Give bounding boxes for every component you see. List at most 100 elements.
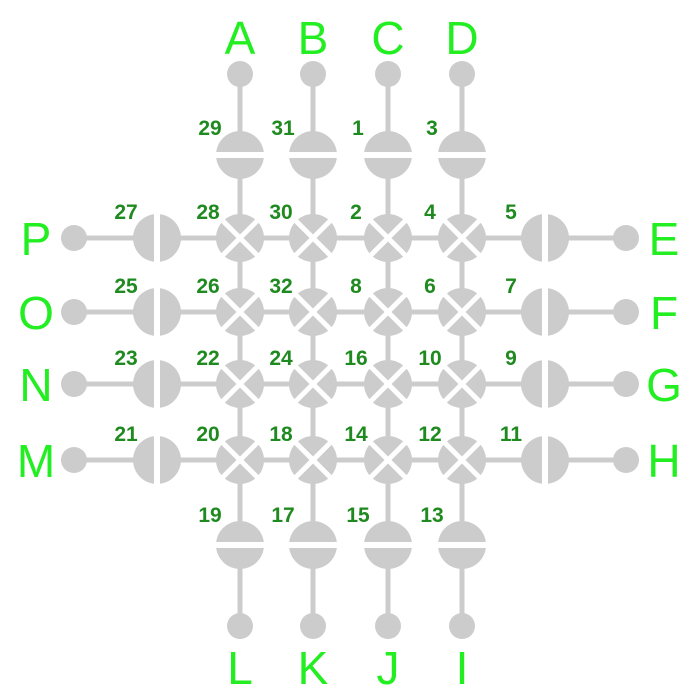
bottom-switch-number-2: 15 [346, 504, 370, 527]
crossbar-node-2-3-slash-b [441, 363, 483, 405]
crossbar-node-1-2-slash-b [367, 291, 409, 333]
crossbar-number-2-1: 24 [269, 347, 293, 370]
crossbar-node-3-2 [364, 436, 412, 484]
port-label-left-0: P [21, 213, 52, 265]
crossbar-number-2-0: 22 [196, 347, 219, 370]
bottom-switch-number-3: 13 [420, 504, 443, 527]
port-label-top-0: A [225, 12, 256, 64]
bottom-switch-0 [214, 521, 266, 569]
crossbar-node-0-2 [364, 214, 412, 262]
crossbar-node-3-3-slash-b [441, 439, 483, 481]
crossbar-number-0-2: 2 [350, 201, 362, 224]
right-switch-0 [521, 212, 569, 264]
top-switch-number-0: 29 [198, 117, 221, 140]
crossbar-number-0-3: 4 [424, 201, 436, 224]
crossbar-node-2-2 [364, 360, 412, 408]
port-label-bottom-2: J [377, 642, 400, 694]
crossbar-node-2-0 [216, 360, 264, 408]
bottom-switch-3 [436, 521, 488, 569]
right-switch-1 [521, 286, 569, 338]
terminal-left-1 [61, 299, 87, 325]
crossbar-number-1-3: 6 [424, 275, 436, 298]
crossbar-number-1-0: 26 [196, 275, 219, 298]
right-switch-number-0: 5 [505, 201, 517, 224]
crossbar-node-3-2-slash-b [367, 439, 409, 481]
crossbar-node-0-3 [438, 214, 486, 262]
crossbar-node-0-0-slash-b [219, 217, 261, 259]
crossbar-node-0-3-slash-b [441, 217, 483, 259]
terminal-left-2 [61, 371, 87, 397]
crossbar-number-1-1: 32 [269, 275, 292, 298]
terminal-top-1 [300, 61, 326, 87]
right-switch-number-1: 7 [505, 275, 517, 298]
left-switch-number-2: 23 [114, 347, 137, 370]
left-switch-number-1: 25 [114, 275, 138, 298]
terminal-right-3 [613, 447, 639, 473]
crossbar-number-3-0: 20 [196, 423, 219, 446]
port-label-left-1: O [18, 287, 54, 339]
crossbar-node-2-1 [289, 360, 337, 408]
crossbar-number-3-2: 14 [344, 423, 368, 446]
port-label-left-3: M [17, 435, 55, 487]
nodes [61, 61, 639, 639]
left-switch-0 [133, 212, 181, 264]
crossbar-node-1-1 [289, 288, 337, 336]
terminal-right-2 [613, 371, 639, 397]
crossbar-number-2-2: 16 [344, 347, 367, 370]
bottom-switch-number-0: 19 [198, 504, 221, 527]
terminal-bottom-0 [227, 613, 253, 639]
port-label-left-2: N [19, 359, 52, 411]
terminal-bottom-2 [375, 613, 401, 639]
port-label-top-1: B [298, 12, 329, 64]
crossbar-node-3-3 [438, 436, 486, 484]
terminal-right-0 [613, 225, 639, 251]
terminal-left-3 [61, 447, 87, 473]
crossbar-node-1-0 [216, 288, 264, 336]
terminal-bottom-1 [300, 613, 326, 639]
top-switch-number-3: 3 [426, 117, 438, 140]
port-label-right-2: G [646, 359, 682, 411]
crossbar-number-1-2: 8 [350, 275, 362, 298]
terminal-bottom-3 [449, 613, 475, 639]
crossbar-node-1-1-slash-b [292, 291, 334, 333]
bottom-switch-1 [287, 521, 339, 569]
port-label-right-1: F [650, 287, 678, 339]
top-switch-number-1: 31 [271, 117, 295, 140]
left-switch-1 [133, 286, 181, 338]
top-switch-number-2: 1 [352, 117, 364, 140]
terminal-right-1 [613, 299, 639, 325]
crossbar-number-3-1: 18 [269, 423, 293, 446]
crossbar-number-3-3: 12 [418, 423, 441, 446]
crossbar-node-0-0 [216, 214, 264, 262]
crossbar-node-0-2-slash-b [367, 217, 409, 259]
crossbar-node-2-1-slash-b [292, 363, 334, 405]
crossbar-node-3-1 [289, 436, 337, 484]
bottom-switch-number-1: 17 [271, 504, 294, 527]
port-label-bottom-1: K [298, 642, 329, 694]
crossbar-node-2-2-slash-b [367, 363, 409, 405]
crossbar-node-3-0 [216, 436, 264, 484]
port-label-top-2: C [371, 12, 404, 64]
left-switch-number-3: 21 [114, 423, 138, 446]
crossbar-node-2-3 [438, 360, 486, 408]
crossbar-node-2-0-slash-b [219, 363, 261, 405]
crossbar-node-1-2 [364, 288, 412, 336]
crossbar-node-3-1-slash-b [292, 439, 334, 481]
top-switch-2 [362, 131, 414, 179]
port-label-top-3: D [445, 12, 478, 64]
port-label-right-0: E [649, 213, 680, 265]
crossbar-node-0-1 [289, 214, 337, 262]
crossbar-number-0-0: 28 [196, 201, 220, 224]
left-switch-number-0: 27 [114, 201, 137, 224]
port-label-bottom-0: L [227, 642, 253, 694]
crossbar-node-1-3-slash-b [441, 291, 483, 333]
port-label-bottom-3: I [456, 642, 469, 694]
crossbar-number-0-1: 30 [269, 201, 292, 224]
top-switch-0 [214, 131, 266, 179]
terminal-left-0 [61, 225, 87, 251]
terminal-top-0 [227, 61, 253, 87]
left-switch-2 [133, 358, 181, 410]
port-label-right-3: H [647, 435, 680, 487]
crossbar-node-1-3 [438, 288, 486, 336]
